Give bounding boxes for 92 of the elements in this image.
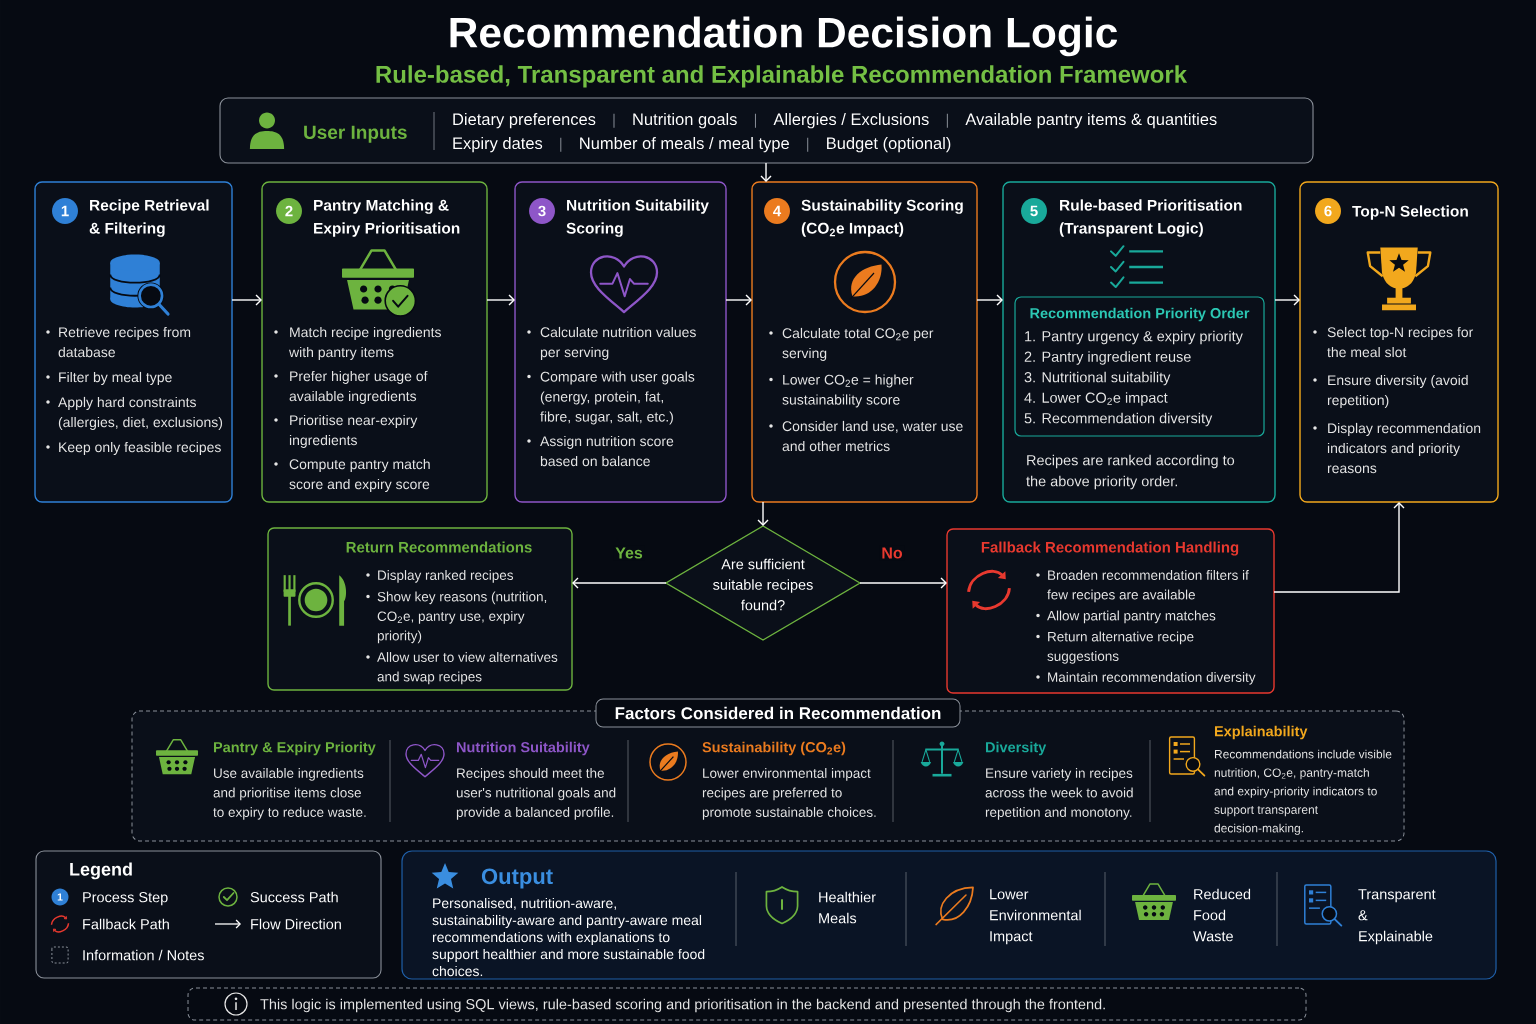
description: Personalised, nutrition-aware, sustainability-aware and pantry-aware meal recommendations with explanations to support healthier and more sustainable food choices.	[432, 897, 705, 977]
step-badge: 2	[276, 198, 302, 224]
step-badge: 5	[1021, 198, 1047, 224]
factor-title: Pantry & Expiry Priority	[214, 741, 376, 756]
list-item: Return alternative recipe suggestions	[1036, 631, 1194, 664]
edge-label: No	[879, 545, 905, 561]
arrow	[760, 162, 772, 182]
priority-item: 4. Lower CO$_{2}$e impact	[1024, 392, 1168, 406]
input-item: Available pantry items & quantities	[965, 113, 1217, 129]
input-item: Dietary preferences	[453, 113, 596, 129]
list-item: Display recommendation indicators and priority reasons	[1313, 422, 1481, 474]
arrow	[976, 294, 1003, 306]
outcome-text: Lower Environmental Impact	[990, 889, 1081, 945]
arrow	[231, 294, 262, 306]
priority-item: 3. Nutritional suitability	[1024, 371, 1171, 386]
arrow	[486, 294, 515, 306]
step-title: Nutrition Suitability Scoring	[566, 199, 709, 237]
factor-text: Ensure variety in recipes across the week to avoid repetition and monotony.	[985, 768, 1133, 820]
box-heading: Recommendation Priority Order	[1030, 307, 1250, 322]
diagram-title: Recommendation Decision Logic	[450, 16, 1118, 57]
factor-text: Recipes should meet the user's nutritional goals and provide a balanced profile.	[456, 768, 616, 820]
step-badge: 3	[529, 198, 555, 224]
input-item: Allergies / Exclusions	[773, 113, 929, 129]
list-item: Apply hard constraints (allergies, diet, exclusions)	[46, 396, 223, 430]
list-item: Show key reasons (nutrition, CO$_{2}$e, pantry use, expiry priority)	[366, 591, 547, 644]
list-item: Allow user to view alternatives and swap recipes	[366, 652, 558, 685]
list-item: Calculate nutrition values per serving	[527, 326, 696, 360]
outcome-text: Transparent & Explainable	[1358, 889, 1436, 945]
priority-item: 1. Pantry urgency & expiry priority	[1025, 330, 1243, 345]
list-item: Match recipe ingredients with pantry items	[274, 326, 441, 360]
legend-title: Legend	[70, 862, 132, 880]
list-item: Calculate total CO$_{2}$e per serving	[769, 327, 934, 361]
list-item: Assign nutrition score based on balance	[527, 435, 674, 467]
legend-text: Flow Direction	[251, 918, 341, 930]
step-title: Pantry Matching & Expiry Prioritisation	[314, 199, 460, 237]
step-title: Recipe Retrieval & Filtering	[89, 199, 209, 237]
list-item: Select top-N recipes for the meal slot	[1313, 326, 1474, 358]
priority-item: 5. Recommendation diversity	[1024, 412, 1213, 427]
list-item: Display ranked recipes	[366, 570, 514, 583]
arrow	[572, 577, 667, 589]
input-item: Number of meals / meal type	[580, 137, 789, 153]
list-item: Prefer higher usage of available ingredients	[274, 370, 428, 404]
arrow	[757, 501, 769, 526]
factor-title: Nutrition Suitability	[457, 741, 590, 756]
factor-title: Explainability	[1215, 725, 1308, 740]
priority-item: 2. Pantry ingredient reuse	[1024, 351, 1191, 365]
legend-text: Fallback Path	[83, 918, 169, 930]
step-title: Top-N Selection	[1352, 205, 1468, 220]
list-item: Maintain recommendation diversity	[1036, 672, 1256, 685]
step-title: Rule-based Prioritisation (Transparent Logic)	[1059, 199, 1242, 237]
arrow	[1273, 502, 1405, 593]
legend-text: Information / Notes	[83, 949, 204, 961]
edge-label: Yes	[613, 545, 645, 561]
input-item: Nutrition goals	[633, 113, 737, 129]
section-title: Factors Considered in Recommendation	[595, 698, 961, 728]
arrow	[1274, 294, 1300, 306]
input-item: Expiry dates	[453, 137, 543, 153]
legend-text: Process Step	[83, 892, 168, 906]
list-item: Prioritise near-expiry ingredients	[274, 414, 418, 448]
list-item: Compare with user goals (energy, protein, fat, fibre, sugar, salt, etc.)	[527, 371, 695, 425]
list-item: Consider land use, water use and other metrics	[769, 420, 963, 452]
list-item: Compute pantry match score and expiry score	[274, 458, 430, 492]
step-badge: 1	[52, 198, 78, 224]
arrow	[725, 294, 752, 306]
panel-heading: User Inputs	[304, 125, 407, 143]
panel-heading: Output	[481, 868, 553, 889]
box-heading: Fallback Recommendation Handling	[981, 541, 1239, 556]
legend-text: Success Path	[250, 891, 338, 903]
step-badge: 4	[764, 198, 790, 224]
outcome-text: Healthier Meals	[819, 891, 876, 924]
step-title: Sustainability Scoring (CO$_{2}$e Impact)	[801, 199, 963, 237]
list-item: Ensure diversity (avoid repetition)	[1313, 374, 1468, 408]
factor-text: Recommendations include visible nutrition, CO$_{2}$e, pantry-match and expiry-priority indicators to support transparent decision-making.	[1214, 749, 1392, 835]
factor-title: Diversity	[986, 741, 1047, 756]
note-text: Recipes are ranked according to the above priority order.	[1026, 454, 1235, 490]
list-item: Broaden recommendation filters if few recipes are available	[1036, 570, 1249, 603]
factor-text: Lower environmental impact recipes are preferred to promote sustainable choices.	[702, 768, 876, 820]
swatch-number: 1	[57, 893, 63, 901]
factor-title: Sustainability (CO$_{2}$e)	[702, 741, 846, 756]
factor-text: Use available ingredients and prioritise items close to expiry to reduce waste.	[213, 768, 366, 820]
arrow	[859, 577, 947, 589]
step-badge: 6	[1315, 198, 1341, 224]
list-item: Filter by meal type	[46, 371, 172, 385]
decision-text: Are sufficient suitable recipes found?	[713, 558, 813, 611]
footer-text: This logic is implemented using SQL views, rule-based scoring and prioritisation in the backend and presented through the frontend.	[260, 998, 1105, 1013]
outcome-text: Reduced Food Waste	[1193, 888, 1251, 942]
list-item: Lower CO$_{2}$e = higher sustainability score	[769, 374, 914, 408]
input-item: Budget (optional)	[827, 137, 951, 153]
list-item: Retrieve recipes from database	[46, 326, 191, 358]
list-item: Keep only feasible recipes	[46, 441, 221, 455]
list-item: Allow partial pantry matches	[1036, 610, 1216, 624]
box-heading: Return Recommendations	[346, 541, 532, 553]
